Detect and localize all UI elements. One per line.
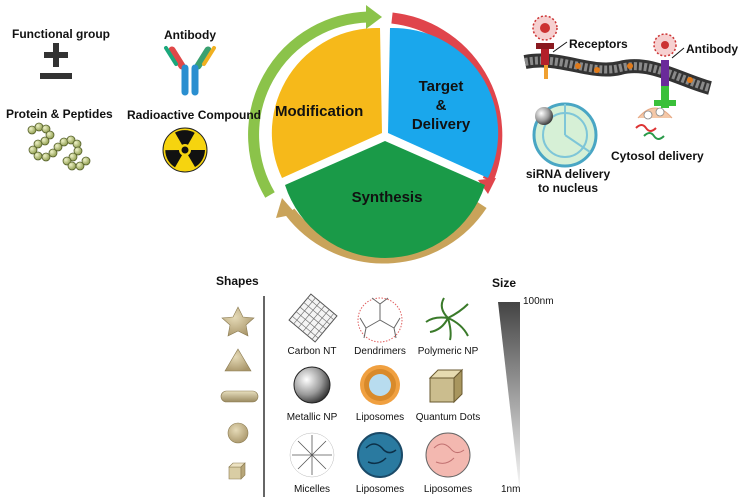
target-line-2: & [435,97,447,114]
synthesis-sector-label: Synthesis [351,189,423,206]
np-label-carbon-nt: Carbon NT [287,346,337,357]
shapes-heading: Shapes [216,274,259,288]
np-label-polymeric-np: Polymeric NP [417,346,479,357]
nucleus-icon [532,102,598,168]
np-label-metallic-np: Metallic NP [286,412,338,423]
metallic-np-icon [293,366,331,404]
modification-sector-label: Modification [275,103,364,120]
np-label-liposomes-2: Liposomes [355,484,405,495]
plus-minus-icon [40,43,72,79]
size-gradient-bar [498,302,520,495]
antibody-receptor-icon [653,33,677,108]
quantum-dot-icon [428,368,464,404]
liposome-icon [360,365,400,405]
receptors-label: Receptors [569,37,628,51]
size-top-label: 100nm [523,296,554,307]
target-line-3: Delivery [411,116,471,133]
antibody-pointer [671,47,685,59]
liposome-pink-icon [425,432,471,478]
protein-peptides-label: Protein & Peptides [6,107,113,121]
antibody-icon [164,46,216,96]
receptor-pointer [552,41,568,53]
size-bottom-label: 1nm [501,484,521,495]
cytosol-vesicle-icon [635,107,673,140]
np-label-quantum-dots: Quantum Dots [415,412,481,423]
polymeric-np-icon [425,297,469,341]
carbon-nanotube-icon [288,293,338,343]
target-line-1: Target [418,78,464,95]
sirna-label: siRNA delivery to nucleus [526,167,610,195]
shape-triangle-icon [224,348,252,372]
cell-membrane [523,53,712,95]
liposome-blue-icon [357,432,403,478]
np-label-liposomes-1: Liposomes [355,412,405,423]
sirna-line-1: siRNA delivery [525,167,611,181]
target-delivery-sector-label: Target & Delivery [412,77,470,134]
protein-chain-icon [27,122,91,171]
shape-rod-icon [220,390,259,403]
radioactive-icon [162,127,208,173]
shape-star-icon [221,306,255,337]
np-label-liposomes-3: Liposomes [423,484,473,495]
np-label-dendrimers: Dendrimers [354,346,406,357]
radioactive-compound-label: Radioactive Compound [127,108,262,122]
micelle-icon [289,432,335,478]
functional-group-label: Functional group [12,27,110,41]
receptor-icon [532,15,558,79]
shape-sphere-icon [227,422,249,444]
shape-cube-icon [228,462,246,480]
antibody-delivery-label: Antibody [686,42,738,56]
antibody-label: Antibody [164,28,216,42]
cycle-wheel [271,27,499,258]
dendrimer-icon [357,297,403,343]
cytosol-delivery-label: Cytosol delivery [611,149,704,163]
np-label-micelles: Micelles [293,484,331,495]
size-heading: Size [492,276,517,290]
sirna-line-2: to nucleus [537,181,599,195]
